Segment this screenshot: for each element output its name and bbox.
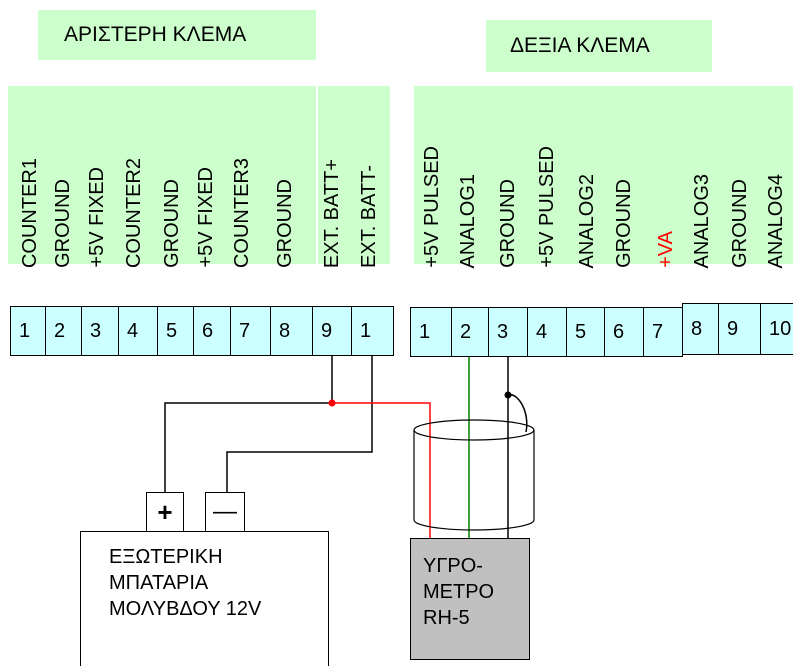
right-header-text: ΔΕΞΙΑ ΚΛΕΜΑ	[510, 34, 650, 57]
sensor-label: ΥΓΡΟ- ΜΕΤΡΟ RH-5	[423, 555, 495, 629]
left-header-text: ΑΡΙΣΤΕΡΗ ΚΛΕΜΑ	[64, 23, 247, 46]
right-terminal-7: 7	[643, 307, 683, 357]
left-terminal-6: 6	[193, 306, 231, 356]
sensor-box: ΥΓΡΟ- ΜΕΤΡΟ RH-5	[410, 538, 530, 660]
left-terminal-10: 1	[351, 306, 394, 356]
battery-minus-terminal: —	[205, 492, 245, 532]
right-header: ΔΕΞΙΑ ΚΛΕΜΑ	[486, 20, 712, 72]
left-terminal-3: 3	[81, 306, 119, 356]
right-label-bar	[414, 86, 793, 264]
left-terminal-9: 9	[312, 306, 352, 356]
wire-red	[332, 402, 431, 540]
battery-plus-terminal: +	[146, 492, 184, 532]
left-label-bar	[8, 86, 316, 264]
right-terminal-1: 1	[410, 307, 452, 357]
junction-node-red	[328, 399, 336, 407]
cable-bottom	[413, 519, 535, 531]
left-batt-label-bar	[318, 86, 390, 264]
left-terminal-2: 2	[45, 306, 82, 356]
shield-drain-wire	[507, 394, 528, 433]
right-terminal-5: 5	[566, 307, 605, 357]
left-terminal-8: 8	[270, 306, 313, 356]
left-terminal-5: 5	[157, 306, 194, 356]
left-terminal-7: 7	[230, 306, 271, 356]
left-header: ΑΡΙΣΤΕΡΗ ΚΛΕΜΑ	[38, 10, 316, 60]
cable-top	[413, 419, 535, 441]
wire-batt-plus	[164, 356, 333, 492]
left-terminal-4: 4	[118, 306, 158, 356]
battery-label: ΕΞΩΤΕΡΙΚΗ ΜΠΑΤΑΡΙΑ ΜΟΛΥΒΔΟΥ 12V	[109, 546, 262, 620]
wire-batt-minus	[226, 356, 373, 492]
right-terminal-8: 8	[682, 303, 719, 355]
right-terminal-4: 4	[527, 307, 567, 357]
right-terminal-9: 9	[718, 303, 761, 355]
battery-box: ΕΞΩΤΕΡΙΚΗ ΜΠΑΤΑΡΙΑ ΜΟΛΥΒΔΟΥ 12V	[80, 531, 329, 666]
right-terminal-10: 10	[760, 303, 793, 355]
